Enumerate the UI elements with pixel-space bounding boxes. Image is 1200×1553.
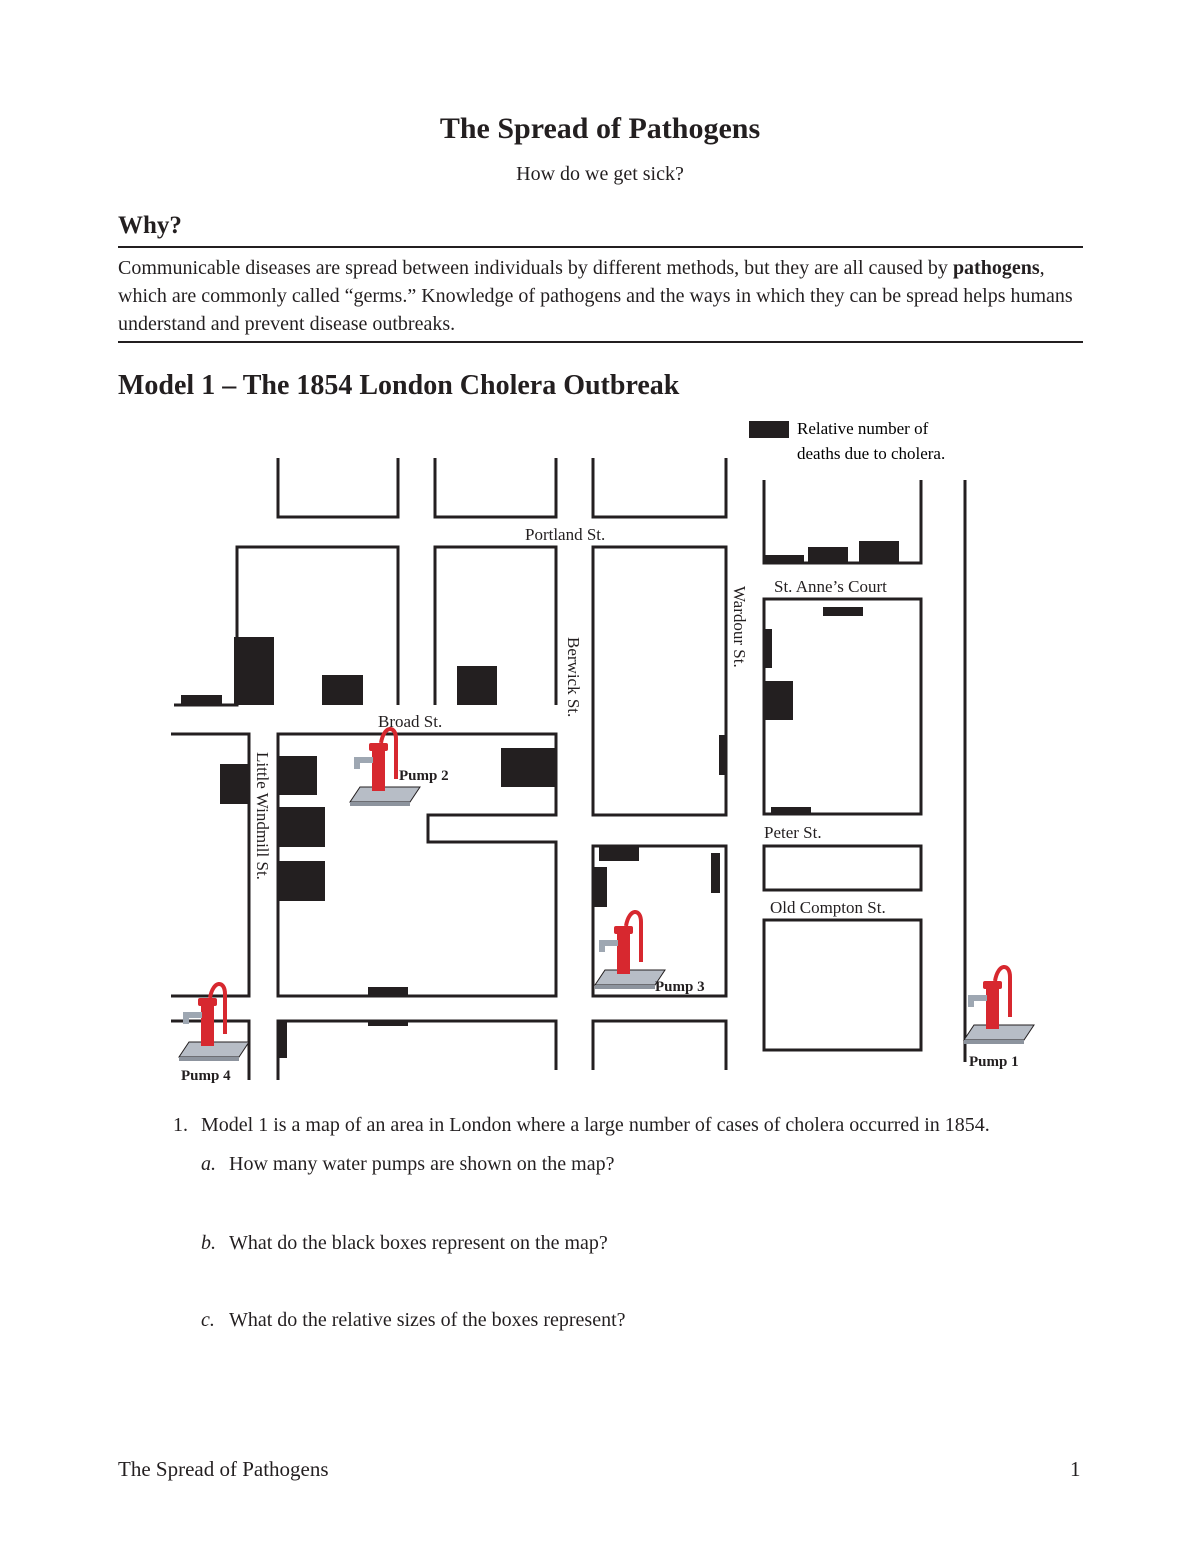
page-title: The Spread of Pathogens [439,112,761,145]
pump-3-label: Pump 3 [655,979,705,995]
death-bar [859,541,899,564]
block-top-3 [591,458,728,519]
block-pump-3 [591,844,728,998]
question-1-number: 1. [173,1114,188,1136]
question-c-text: What do the relative sizes of the boxes … [229,1309,626,1331]
why-text-start: Communicable diseases are spread between… [118,257,953,279]
death-bar [599,846,639,861]
block-north-middle [433,545,558,705]
street-label-wardour: Wardour St. [730,586,749,668]
pathogens-bold-term: pathogens [952,257,1040,279]
block-top-1 [276,458,400,519]
death-bar [593,867,607,907]
question-1-text: Model 1 is a map of an area in London wh… [201,1114,990,1136]
question-c-label: c. [201,1309,215,1331]
street-label-peter: Peter St. [764,823,822,842]
question-b-text: What do the black boxes represent on the… [229,1232,608,1254]
death-bar [181,695,222,705]
death-bar [457,666,497,705]
block-berwick-wardour [591,545,728,817]
street-label-portland: Portland St. [525,525,605,544]
street-label-broad: Broad St. [378,712,442,731]
death-bar [764,629,772,668]
legend-line-1: Relative number of [797,419,929,438]
pump-3-icon [593,909,667,991]
legend-line-2: deaths due to cholera. [797,444,945,463]
street-label-old-compton: Old Compton St. [770,898,886,917]
block-south-west [171,1019,251,1080]
death-bar [278,861,325,901]
death-bar [501,748,556,787]
page-number: 1 [1070,1457,1081,1481]
question-b-label: b. [201,1232,216,1254]
model-heading: Model 1 – The 1854 London Cholera Outbre… [118,370,680,401]
death-bar [278,756,317,795]
death-bar [220,764,249,804]
death-bar [368,1021,408,1026]
block-south-east [591,1019,728,1070]
footer-title: The Spread of Pathogens [118,1457,329,1481]
death-bar [711,853,720,893]
death-bar [278,807,325,847]
top-rule [118,246,1083,248]
why-paragraph: Communicable diseases are spread between… [118,254,1098,338]
death-bar [234,637,274,705]
question-a-text: How many water pumps are shown on the ma… [229,1153,615,1175]
death-bars [181,541,899,1058]
death-bar [278,1021,287,1058]
street-label-st-annes: St. Anne’s Court [774,577,887,596]
pump-2-label: Pump 2 [399,768,449,784]
bottom-rule [118,341,1083,343]
cholera-map: Relative number of deaths due to cholera… [171,419,1036,1084]
block-north-west [174,545,400,707]
pump-1-label: Pump 1 [969,1054,1019,1070]
death-bar [764,681,793,720]
block-south-middle [276,1019,558,1080]
legend-swatch [749,421,789,438]
street-label-little-windmill: Little Windmill St. [253,752,272,880]
pump-4-label: Pump 4 [181,1068,231,1084]
why-text-end: , which are commonly called “germs.” Kno… [118,257,1073,335]
block-top-2 [433,458,558,519]
death-bar [764,555,804,564]
death-bar [808,547,848,564]
death-bar [719,735,726,775]
death-bar [322,675,363,705]
death-bar [368,987,408,996]
block-old-compton [762,918,923,1052]
death-bar [771,807,811,815]
page-subtitle: How do we get sick? [516,163,684,185]
death-bar [823,607,863,616]
pump-1-icon [962,964,1036,1046]
question-a-label: a. [201,1153,216,1175]
street-label-berwick: Berwick St. [564,637,583,717]
block-peter-st [762,844,923,892]
why-heading: Why? [118,212,182,239]
